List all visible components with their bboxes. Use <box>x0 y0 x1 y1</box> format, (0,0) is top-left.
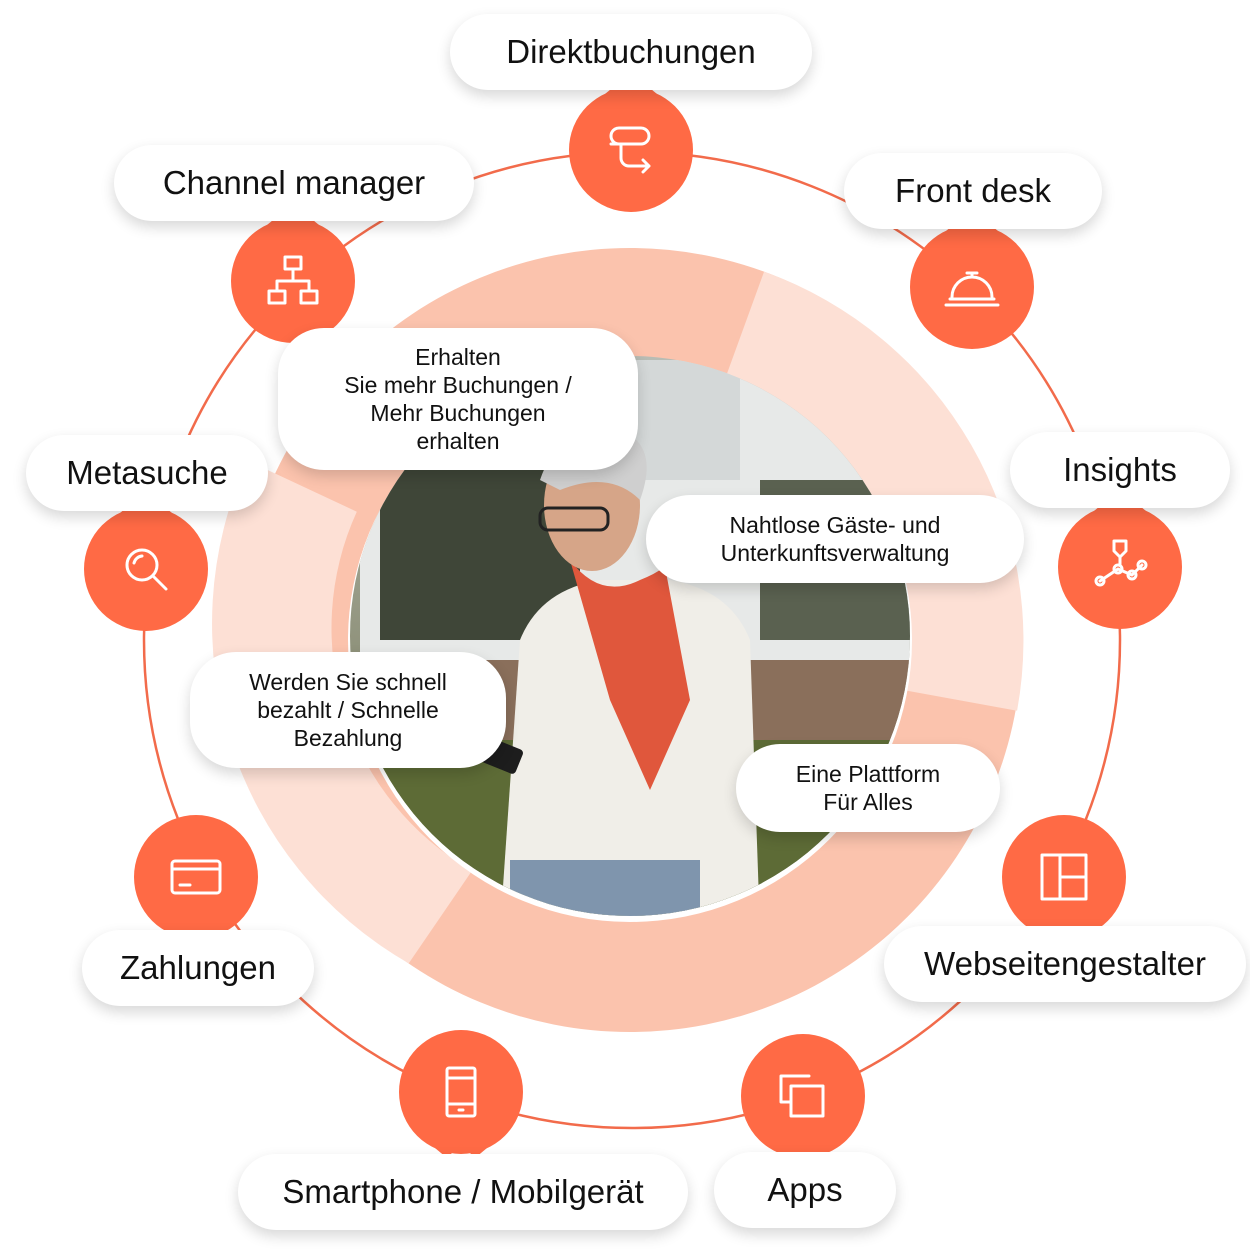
benefit-line: Sie mehr Buchungen / <box>344 372 572 398</box>
reception-bell-icon <box>944 271 1000 307</box>
route-arrow-icon <box>609 126 651 174</box>
module-node-circle <box>84 507 208 631</box>
benefit-line: Für Alles <box>823 789 913 815</box>
module-node-0[interactable] <box>569 84 693 212</box>
benefit-line: Werden Sie schnell <box>249 669 447 695</box>
module-label-metasuche[interactable]: Metasuche <box>26 435 268 511</box>
module-node-circle <box>910 225 1034 349</box>
benefit-line: Bezahlung <box>293 725 403 751</box>
module-node-circle <box>399 1030 523 1154</box>
smartphone-icon <box>445 1066 477 1118</box>
module-label-direktbuchungen[interactable]: Direktbuchungen <box>450 14 812 90</box>
module-label-insights[interactable]: Insights <box>1010 432 1230 508</box>
module-label-webseitengestalter[interactable]: Webseitengestalter <box>884 926 1246 1002</box>
module-node-3[interactable] <box>1002 815 1126 943</box>
module-label-zahlungen[interactable]: Zahlungen <box>82 930 314 1006</box>
module-node-circle <box>134 815 258 939</box>
analytics-graph-icon <box>1094 539 1148 587</box>
module-node-1[interactable] <box>910 221 1034 349</box>
layout-grid-icon <box>1040 853 1088 901</box>
module-node-circle <box>569 88 693 212</box>
benefit-line: Nahtlose Gäste- und <box>729 512 941 538</box>
benefit-line: bezahlt / Schnelle <box>257 697 439 723</box>
benefit-one-platform: Eine Plattform Für Alles <box>736 744 1000 832</box>
module-node-7[interactable] <box>84 503 208 631</box>
module-label-channel-manager[interactable]: Channel manager <box>114 145 474 221</box>
module-node-6[interactable] <box>134 815 258 943</box>
benefit-line: Eine Plattform <box>795 761 941 787</box>
module-node-5[interactable] <box>399 1030 523 1158</box>
module-node-circle <box>741 1034 865 1158</box>
apps-windows-icon <box>779 1074 825 1118</box>
benefit-line: erhalten <box>416 428 500 454</box>
benefit-more-bookings: Erhalten Sie mehr Buchungen / Mehr Buchu… <box>278 328 638 470</box>
benefit-line: Erhalten <box>415 344 501 370</box>
benefit-line: Mehr Buchungen <box>370 400 546 426</box>
module-node-2[interactable] <box>1058 501 1182 629</box>
module-label-front-desk[interactable]: Front desk <box>844 153 1102 229</box>
benefit-fast-payment: Werden Sie schnell bezahlt / Schnelle Be… <box>190 652 506 768</box>
module-node-4[interactable] <box>741 1034 865 1162</box>
module-label-smartphone[interactable]: Smartphone / Mobilgerät <box>238 1154 688 1230</box>
module-node-8[interactable] <box>231 215 355 343</box>
benefit-line: Unterkunftsverwaltung <box>720 540 950 566</box>
credit-card-icon <box>170 859 222 895</box>
sitemap-icon <box>267 255 319 305</box>
module-label-apps[interactable]: Apps <box>714 1152 896 1228</box>
benefit-seamless-management: Nahtlose Gäste- und Unterkunftsverwaltun… <box>646 495 1024 583</box>
magnifier-icon <box>125 548 168 591</box>
donut-light-segment-right <box>725 271 1024 711</box>
